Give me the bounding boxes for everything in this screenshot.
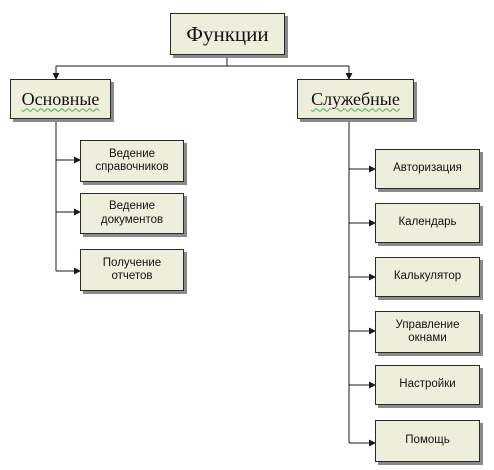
item-box-poluchenie-otchetov: Получение отчетов [80,249,184,291]
root-node-box: Функции [170,13,285,55]
item-box-vedenie-spravochnikov: Ведение справочников [80,140,184,182]
category-label-sluzhebnye: Служебные [311,88,400,109]
item-label: Авторизация [393,162,462,175]
item-box-nastroyki: Настройки [375,365,480,405]
item-label: Получение отчетов [102,256,162,282]
item-box-upravlenie-oknami: Управление окнами [375,311,480,353]
item-box-kalendar: Календарь [375,203,480,243]
item-label: Настройки [399,378,456,391]
item-label: Ведение документов [100,200,164,226]
category-box-sluzhebnye: Служебные [297,79,414,119]
item-label: Ведение справочников [95,147,169,173]
category-box-osnovnye: Основные [10,79,111,119]
item-box-kalkulyator: Калькулятор [375,257,480,297]
item-box-avtorizaciya: Авторизация [375,149,480,189]
item-label: Калькулятор [393,270,462,283]
root-node-label: Функции [186,21,269,46]
item-label: Помощь [405,434,450,447]
item-box-pomosch: Помощь [375,420,480,462]
item-label: Календарь [398,216,457,229]
item-label: Управление окнами [395,318,460,344]
category-label-osnovnye: Основные [21,88,100,109]
item-box-vedenie-dokumentov: Ведение документов [80,193,184,234]
